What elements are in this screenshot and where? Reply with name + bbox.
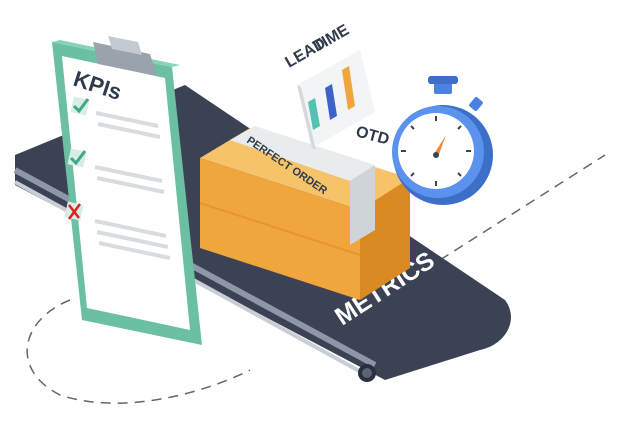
stopwatch-icon [392, 76, 493, 205]
checklist-item [67, 148, 165, 194]
otd-label: OTD [354, 123, 391, 148]
bar-chart-icon [308, 66, 355, 130]
checklist-item [70, 96, 161, 139]
dashed-path [26, 154, 606, 404]
cross-icon [67, 203, 82, 220]
clip [93, 36, 157, 76]
shipping-box: PERFECT ORDER [199, 126, 410, 300]
time-label: TIME [311, 21, 353, 55]
checklist-item [64, 201, 171, 260]
kpi-clipboard: KPIs [52, 36, 202, 345]
check-icon [69, 150, 87, 166]
check-icon [72, 98, 90, 114]
